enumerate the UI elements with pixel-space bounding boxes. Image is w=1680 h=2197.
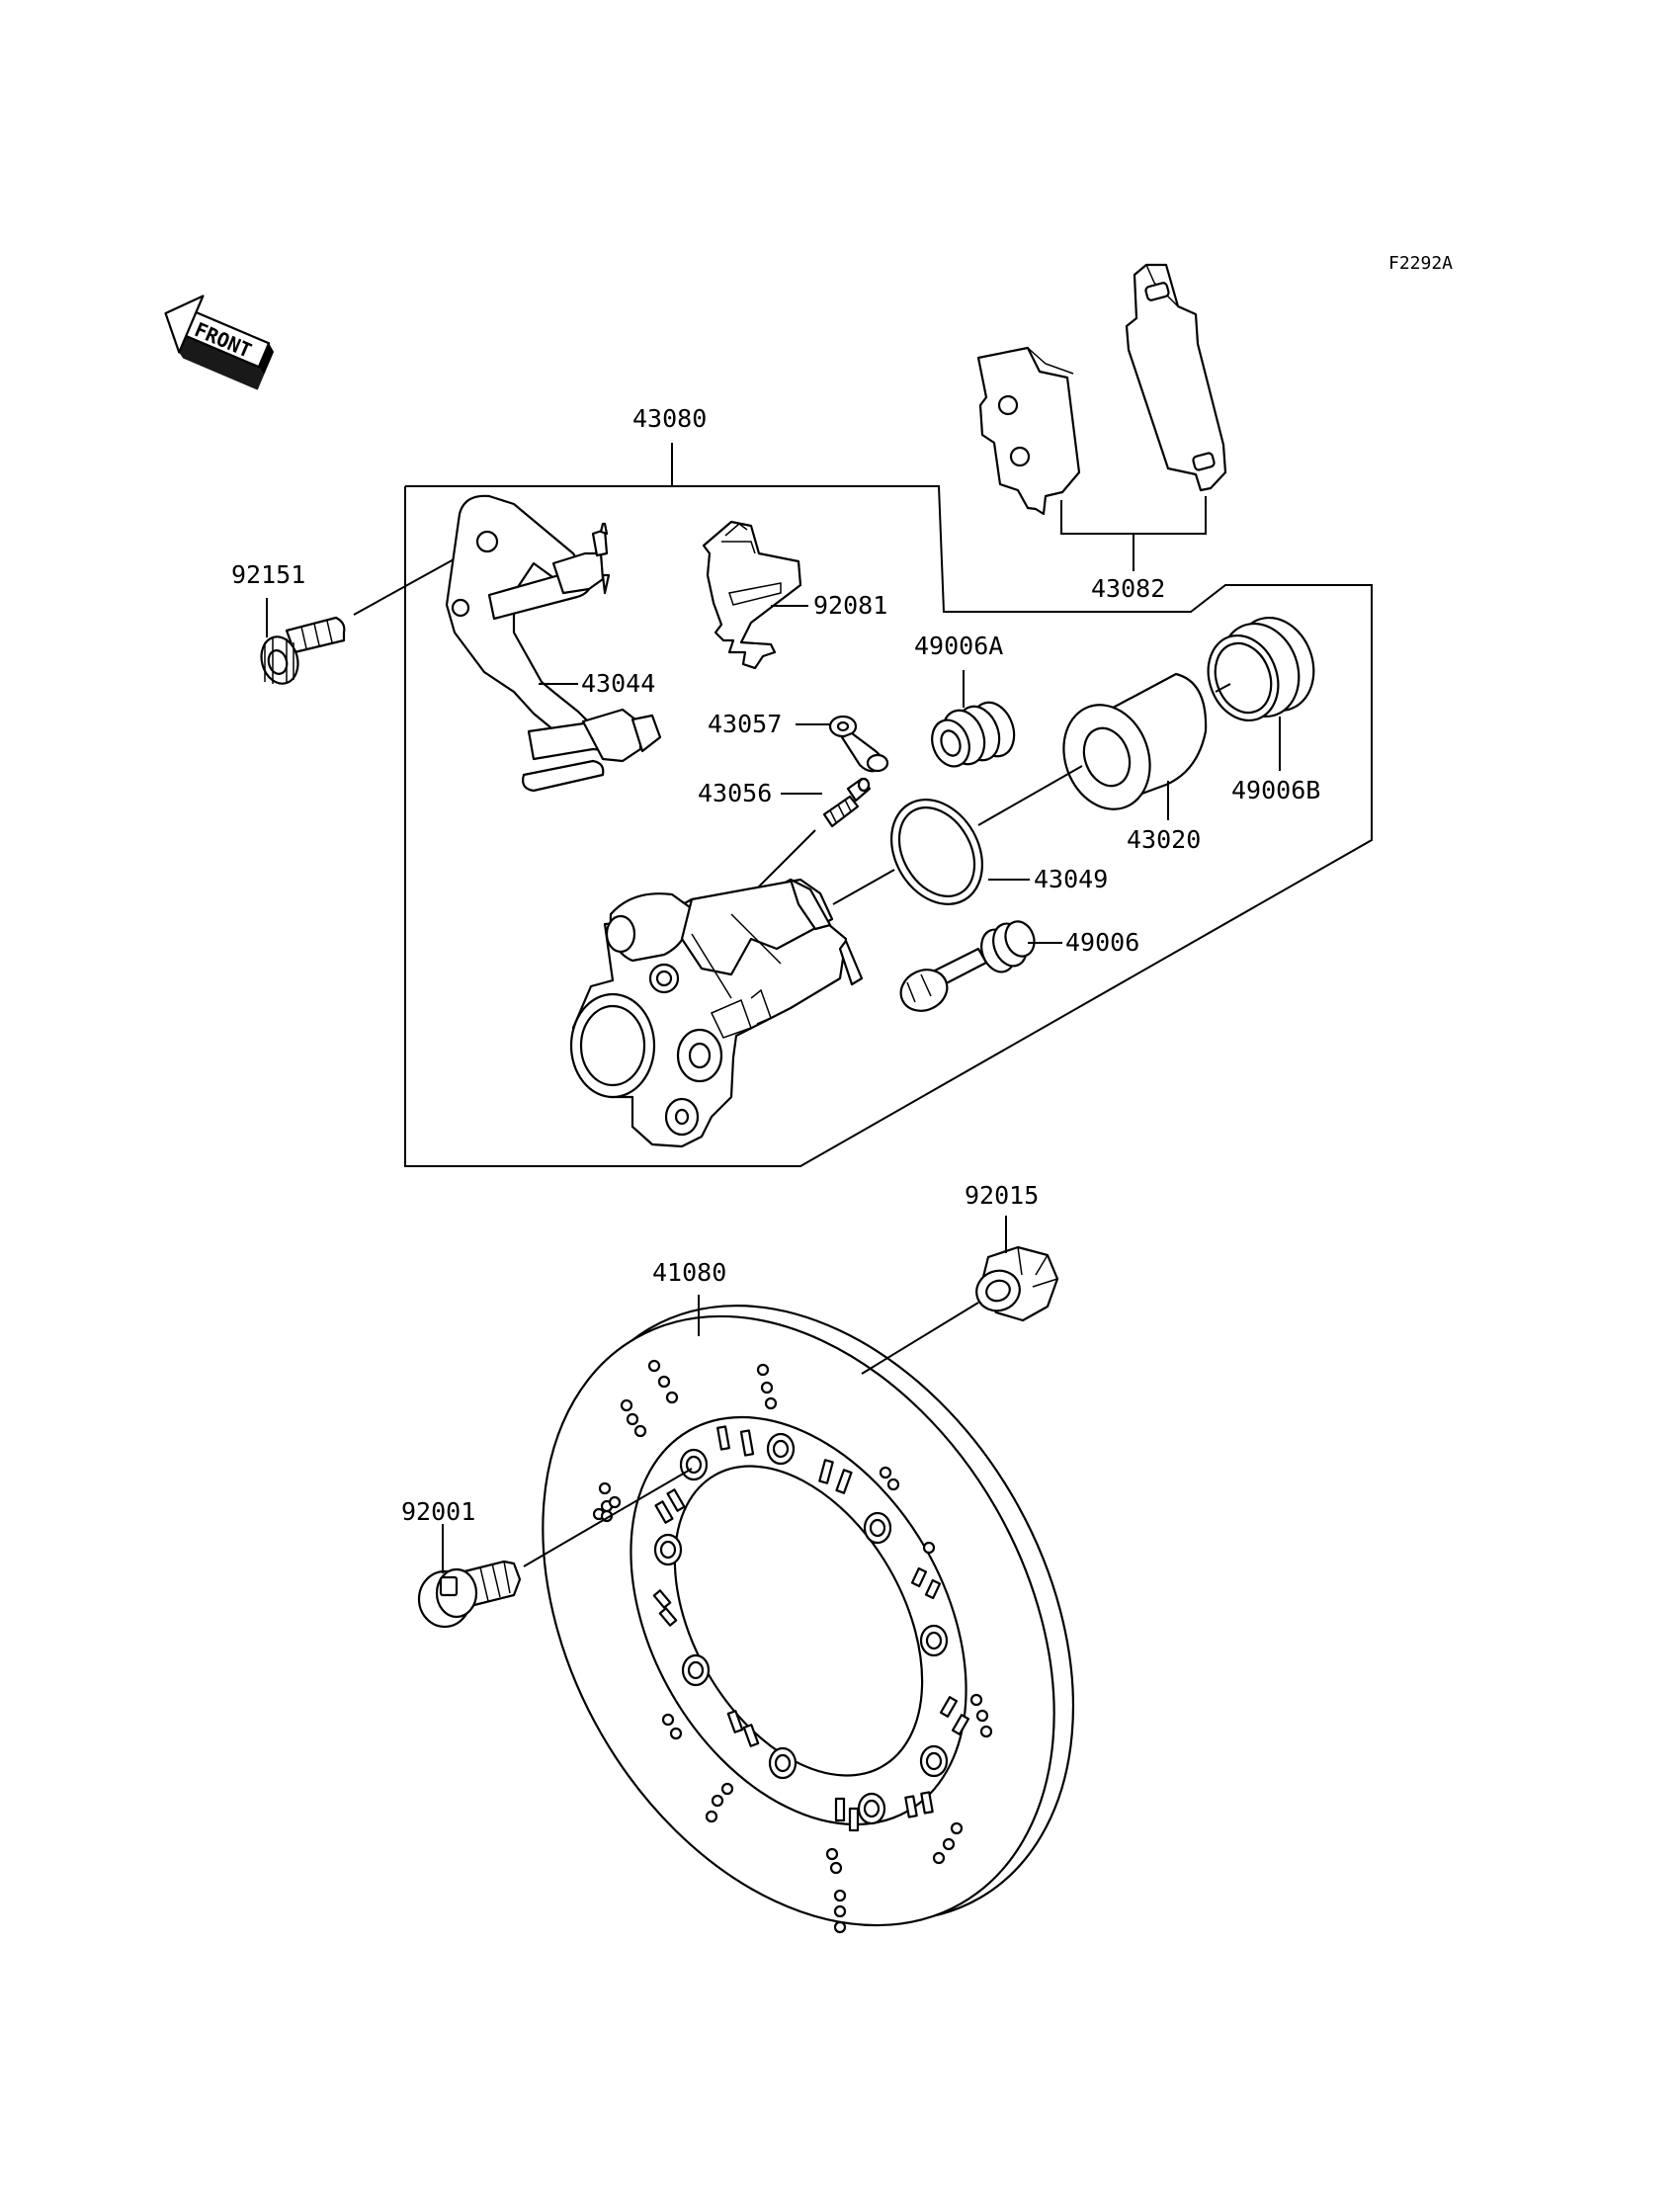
label-49006A: 49006A (914, 632, 1003, 660)
label-92001: 92001 (401, 1497, 475, 1526)
label-43044: 43044 (581, 669, 655, 698)
caliper-body (569, 878, 864, 1148)
label-43082: 43082 (1091, 574, 1165, 603)
seal-ring-43049 (889, 799, 984, 905)
figure-code: F2292A (1388, 253, 1453, 274)
piston-43020 (1062, 672, 1208, 810)
boot-49006A (931, 701, 1016, 768)
slide-pin-49006 (899, 920, 1036, 1012)
label-43020: 43020 (1127, 825, 1201, 854)
label-49006: 49006 (1065, 928, 1139, 957)
caliper-bolt-92151 (260, 616, 346, 685)
brake-pad-left (976, 346, 1081, 516)
brake-disc-41080 (542, 1305, 1075, 1934)
label-41080: 41080 (652, 1258, 726, 1287)
label-92081: 92081 (813, 591, 887, 620)
brake-pad-right (1125, 263, 1227, 492)
bleeder-cap-43057 (828, 715, 889, 773)
label-43080: 43080 (632, 404, 707, 433)
label-92015: 92015 (965, 1181, 1039, 1210)
assembly-outline (404, 485, 1373, 1167)
label-43057: 43057 (708, 710, 782, 738)
front-arrow-icon: FRONT (164, 295, 275, 390)
dust-seal-49006B (1207, 616, 1315, 722)
label-43049: 43049 (1034, 865, 1108, 893)
nut-92015 (975, 1245, 1059, 1322)
label-49006B: 49006B (1231, 776, 1320, 804)
label-43056: 43056 (698, 779, 772, 807)
label-92151: 92151 (231, 560, 305, 589)
bleeder-valve-43056 (822, 777, 872, 828)
disc-bolt-92001 (417, 1560, 522, 1629)
pad-spring-92081 (702, 520, 802, 670)
caliper-bracket-43044 (445, 494, 662, 793)
